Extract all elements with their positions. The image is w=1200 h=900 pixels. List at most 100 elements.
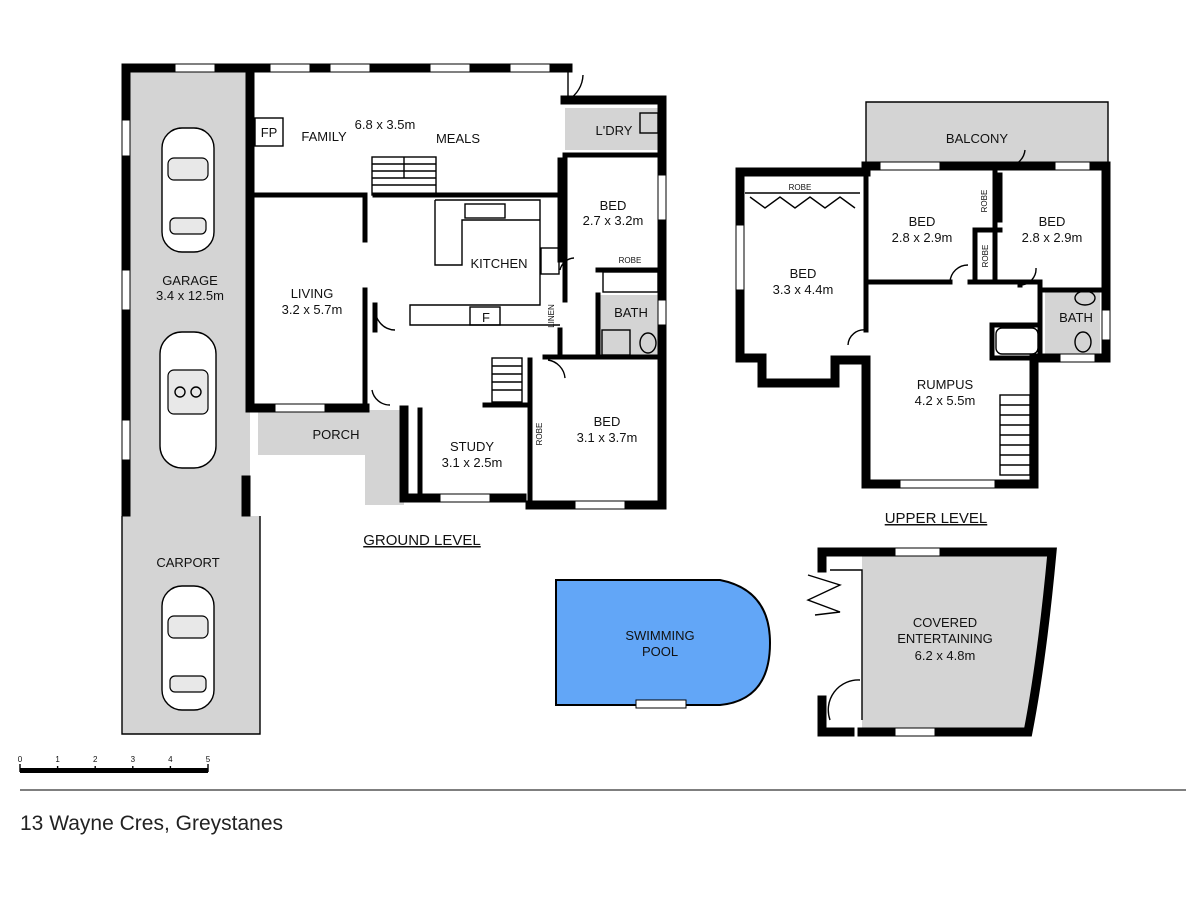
fridge <box>469 306 501 326</box>
vanity <box>602 271 659 293</box>
family-size: 6.8 x 3.5m <box>355 117 416 132</box>
carport-outline <box>121 516 261 735</box>
study-label: STUDY <box>450 439 494 454</box>
ground-level-title: GROUND LEVEL <box>363 532 481 549</box>
upper-window <box>1059 353 1096 363</box>
bed-2-size: 3.1 x 3.7m <box>577 430 638 445</box>
interior-walls <box>247 152 665 501</box>
bed-3-label: BED <box>790 266 817 281</box>
house-window <box>274 403 326 413</box>
rumpus-size: 4.2 x 5.5m <box>915 393 976 408</box>
cooktop <box>540 247 560 275</box>
house-window <box>509 63 551 73</box>
house-window <box>439 493 491 503</box>
bed-1-size: 2.7 x 3.2m <box>583 213 644 228</box>
entertaining-window <box>894 547 941 557</box>
meals-label: MEALS <box>436 131 480 146</box>
upper-window <box>1101 309 1111 341</box>
bed-5-size: 2.8 x 2.9m <box>1022 230 1083 245</box>
house-window <box>657 174 667 221</box>
stairs-upper <box>999 394 1031 476</box>
house-window <box>429 63 471 73</box>
rumpus-label: RUMPUS <box>917 377 974 392</box>
upper-window <box>735 224 745 291</box>
study-size: 3.1 x 2.5m <box>442 455 503 470</box>
upper-level-title: UPPER LEVEL <box>885 510 988 527</box>
robe-upper-label: ROBE <box>789 183 812 192</box>
upper-outer-wall <box>735 161 1111 489</box>
entertaining-size: 6.2 x 4.8m <box>915 648 976 663</box>
balcony-label: BALCONY <box>946 131 1008 146</box>
kitchen-bench <box>409 199 560 326</box>
scale-tick-4: 4 <box>168 755 173 764</box>
garage-window <box>121 269 131 311</box>
bed-4-size: 2.8 x 2.9m <box>892 230 953 245</box>
family-label: FAMILY <box>301 129 347 144</box>
stairs-study <box>491 357 523 403</box>
car-icon <box>161 585 215 711</box>
living-label: LIVING <box>291 286 334 301</box>
garage-label: GARAGE <box>162 273 218 288</box>
bed-1-label: BED <box>600 198 627 213</box>
fridge-label: F <box>482 310 490 325</box>
robe-label: ROBE <box>619 256 642 265</box>
car-icon <box>161 127 215 253</box>
stairs-ground <box>371 156 437 196</box>
laundry-floor <box>565 108 662 150</box>
house-window <box>329 63 371 73</box>
entertaining-floor <box>862 552 1050 732</box>
entertaining-doors <box>806 569 863 721</box>
fireplace-label: FP <box>261 125 278 140</box>
entertaining-label-line1: COVERED <box>913 615 977 630</box>
pool-label-line1: SWIMMING <box>625 628 694 643</box>
upper-level: ROBE ROBE ROBE BALCONY BED 3.3 x 4.4m BE… <box>735 101 1111 527</box>
covered-entertaining: COVERED ENTERTAINING 6.2 x 4.8m <box>806 547 1057 737</box>
robe-upper-label-3: ROBE <box>981 245 990 268</box>
linen-label: LINEN <box>547 304 556 328</box>
upper-window <box>1054 161 1091 171</box>
bed-2-label: BED <box>594 414 621 429</box>
house-window <box>574 500 626 510</box>
door-swings-ground <box>371 70 584 406</box>
bath-label-upper: BATH <box>1059 310 1093 325</box>
scale-tick-1: 1 <box>55 755 60 764</box>
property-address: 13 Wayne Cres, Greystanes <box>20 812 283 835</box>
shower <box>601 329 631 356</box>
balcony-outline <box>865 101 1109 166</box>
robe-upper-label-2: ROBE <box>980 190 989 213</box>
bathtub <box>995 327 1039 355</box>
door-swings-upper <box>847 149 1037 346</box>
porch-floor <box>258 410 404 505</box>
kitchen-label: KITCHEN <box>470 256 527 271</box>
bed-3-size: 3.3 x 4.4m <box>773 282 834 297</box>
carport-label: CARPORT <box>156 555 219 570</box>
fireplace <box>254 117 284 147</box>
laundry-label: L'DRY <box>596 123 633 138</box>
entertaining-wall <box>817 547 1057 737</box>
balcony-floor <box>866 102 1108 166</box>
toilet-upper <box>1074 331 1092 353</box>
bath-label-ground: BATH <box>614 305 648 320</box>
bed-5-label: BED <box>1039 214 1066 229</box>
house-window <box>269 63 311 73</box>
robe-doors <box>745 192 860 209</box>
ground-level: F FP <box>121 63 667 735</box>
basin-upper <box>1074 290 1096 306</box>
scale-bar: 0 1 2 3 4 5 <box>18 755 211 773</box>
entertaining-label-line2: ENTERTAINING <box>897 631 993 646</box>
scale-tick-2: 2 <box>93 755 98 764</box>
garage-window <box>121 419 131 461</box>
upper-interior-walls <box>863 169 1103 361</box>
scale-tick-5: 5 <box>206 755 211 764</box>
house-window <box>174 63 216 73</box>
living-size: 3.2 x 5.7m <box>282 302 343 317</box>
garage-window <box>121 119 131 157</box>
pool-step <box>635 699 687 709</box>
laundry-tub <box>639 112 659 134</box>
garage-size: 3.4 x 12.5m <box>156 288 224 303</box>
upper-window <box>899 479 996 489</box>
robe-study-label: ROBE <box>535 423 544 446</box>
bed-4-label: BED <box>909 214 936 229</box>
house-window <box>657 299 667 326</box>
